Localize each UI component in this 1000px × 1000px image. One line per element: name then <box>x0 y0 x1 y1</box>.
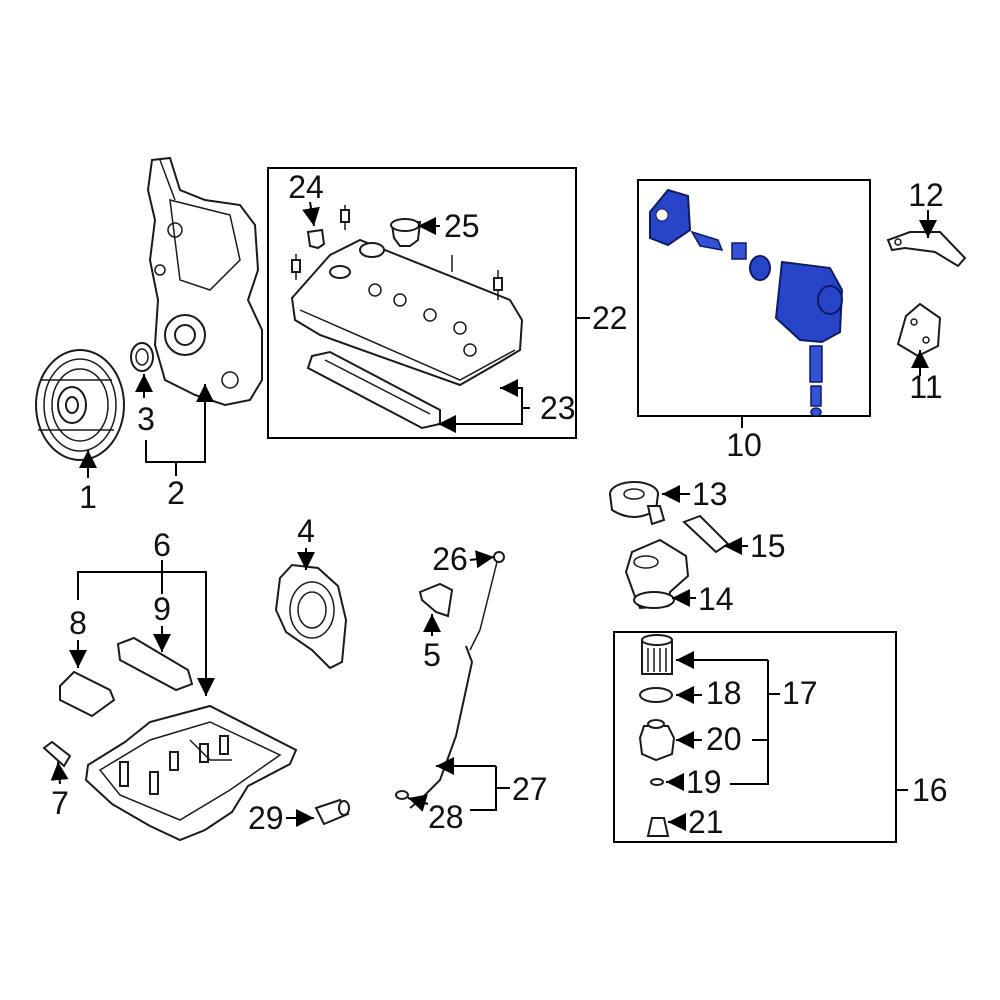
callout-26: 26 <box>432 541 468 577</box>
oil-filter-element <box>641 634 673 675</box>
callout-29: 29 <box>248 800 284 836</box>
callout-13: 13 <box>692 476 728 512</box>
callout-12: 12 <box>908 177 944 213</box>
oil-pump-highlighted <box>649 188 844 417</box>
bracket-11 <box>896 302 942 358</box>
crankshaft-pulley <box>35 349 125 461</box>
spark-plug-tube-seal <box>306 228 326 250</box>
callout-4: 4 <box>297 513 315 549</box>
oil-pump-group-box <box>637 179 871 417</box>
callout-5: 5 <box>423 637 441 673</box>
oil-sensor-7 <box>42 740 72 768</box>
o-ring-19 <box>650 778 664 786</box>
gasket-15 <box>682 514 730 554</box>
drain-plug-21 <box>646 817 670 837</box>
callout-20: 20 <box>706 721 742 757</box>
callout-21: 21 <box>688 804 724 840</box>
callout-10: 10 <box>726 427 762 463</box>
callout-22: 22 <box>592 300 628 336</box>
callout-27: 27 <box>512 771 548 807</box>
callout-7: 7 <box>51 785 69 821</box>
oil-cooler <box>609 481 666 526</box>
leader-lines <box>50 201 937 831</box>
oil-pan <box>84 704 298 842</box>
oil-filler-cap <box>390 218 422 247</box>
drain-plug-29 <box>314 798 350 826</box>
callout-24: 24 <box>288 169 324 205</box>
oil-filter-cap <box>638 719 676 762</box>
callout-1: 1 <box>79 479 97 515</box>
callout-28: 28 <box>428 799 464 835</box>
callout-19: 19 <box>686 764 722 800</box>
rear-seal-plate <box>274 563 348 670</box>
valve-cover-group-box <box>267 167 577 439</box>
valve-cover-bolts <box>291 205 503 300</box>
callout-18: 18 <box>706 675 742 711</box>
bracket-12 <box>886 231 967 268</box>
baffle-8 <box>59 670 116 718</box>
oil-baffle-5 <box>418 582 454 618</box>
callout-14: 14 <box>698 581 734 617</box>
callout-9: 9 <box>153 591 171 627</box>
callout-23: 23 <box>540 390 576 426</box>
callout-25: 25 <box>444 208 480 244</box>
callout-3: 3 <box>137 401 155 437</box>
callout-17: 17 <box>782 675 818 711</box>
baffle-9 <box>116 636 194 692</box>
timing-cover <box>146 156 263 407</box>
o-ring-18 <box>639 687 673 703</box>
callout-16: 16 <box>912 772 948 808</box>
callout-6: 6 <box>153 527 171 563</box>
callout-2: 2 <box>167 475 185 511</box>
valve-cover <box>290 238 524 387</box>
oil-filter-housing <box>624 538 690 610</box>
oil-filter-group-box <box>613 631 897 843</box>
callout-11: 11 <box>909 369 942 405</box>
front-seal <box>130 342 154 372</box>
callout-8: 8 <box>69 605 87 641</box>
callout-15: 15 <box>750 528 786 564</box>
